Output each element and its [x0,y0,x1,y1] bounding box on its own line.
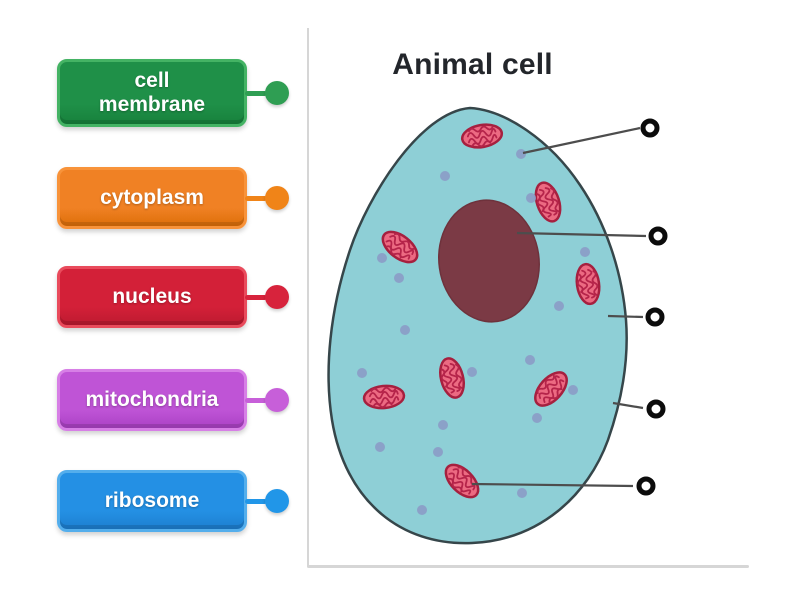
label-connector-knob [265,186,289,210]
label-cytoplasm[interactable]: cytoplasm [57,167,247,229]
label-connector-knob [265,81,289,105]
diagram-bottom-border [307,565,749,568]
label-ribosome[interactable]: ribosome [57,470,247,532]
target-ring-2[interactable] [648,226,668,246]
label-text: mitochondria [85,388,219,412]
label-connector-knob [265,285,289,309]
label-connector-knob [265,489,289,513]
label-connector-stem [245,90,267,96]
label-cell-membrane[interactable]: cell membrane [57,59,247,127]
target-ring-3[interactable] [645,307,665,327]
label-text: cell membrane [98,69,206,116]
label-connector-stem [245,397,267,403]
label-text: nucleus [112,285,192,309]
label-mitochondria[interactable]: mitochondria [57,369,247,431]
target-ring-1[interactable] [640,118,660,138]
label-connector-stem [245,498,267,504]
target-ring-4[interactable] [646,399,666,419]
label-nucleus[interactable]: nucleus [57,266,247,328]
label-connector-stem [245,294,267,300]
label-connector-stem [245,195,267,201]
label-text: cytoplasm [100,186,204,210]
diagram-left-border [307,28,309,567]
diagram-title: Animal cell [392,48,553,81]
label-text: ribosome [104,489,200,513]
target-ring-5[interactable] [636,476,656,496]
label-connector-knob [265,388,289,412]
